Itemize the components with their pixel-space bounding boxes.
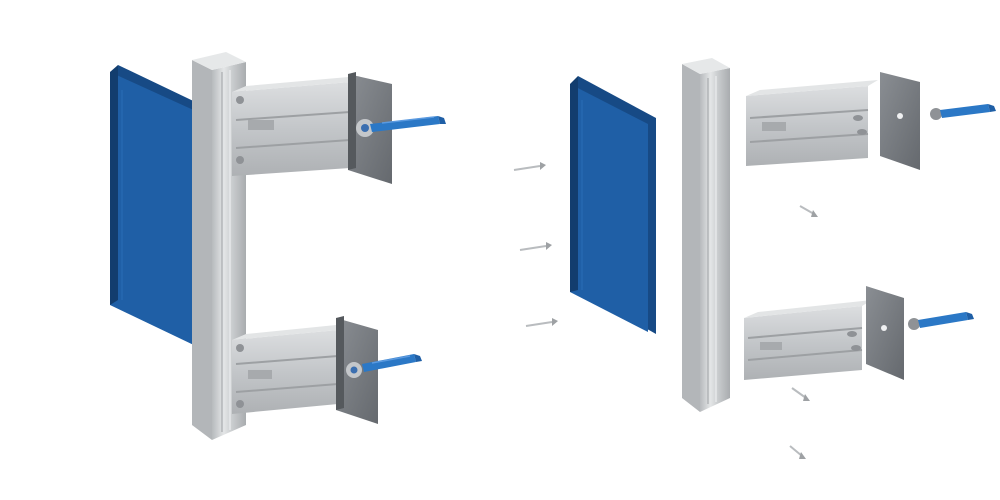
thermal-isolation-pad [866,286,904,380]
blind-rivet [789,445,806,459]
wall-bracket [744,300,872,380]
vertical-guide-profile [682,58,730,412]
thermal-isolation-pad [348,72,392,184]
anchor-dowel [370,116,446,132]
blind-rivet [513,162,546,171]
thermal-isolation-pad [336,316,378,424]
blind-rivet [519,242,552,251]
blind-rivet [525,318,558,327]
wall-bracket [232,76,360,176]
anchor-dowel [930,104,996,120]
cladding-panel [110,65,208,348]
wall-bracket [746,80,878,166]
assembled-view [110,52,446,440]
cladding-panel [570,76,656,334]
anchor-dowel [362,354,422,372]
exploded-view [513,58,996,459]
anchor-dowel [908,312,974,330]
blind-rivet [799,205,818,217]
wall-bracket [232,324,346,414]
blind-rivet [791,387,810,401]
thermal-isolation-pad [880,72,920,170]
